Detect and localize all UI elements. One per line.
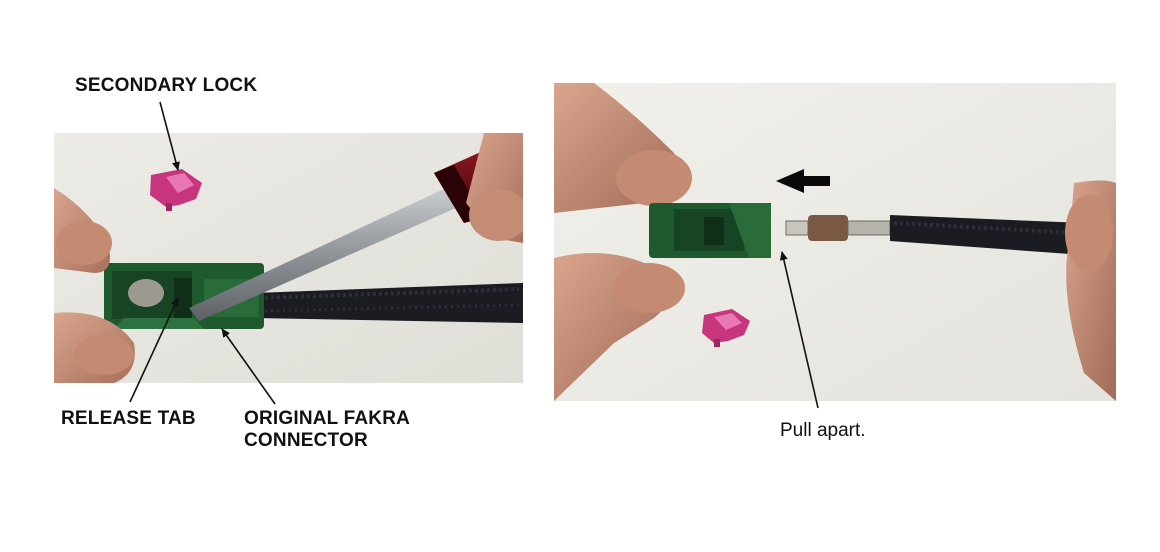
caption-pull-apart: Pull apart. <box>780 420 866 441</box>
left-arrow-icon <box>776 169 830 193</box>
terminal <box>785 215 891 241</box>
left-hand <box>54 188 135 383</box>
label-original-fakra-line1: ORIGINAL FAKRA <box>244 408 411 429</box>
cable <box>254 283 523 323</box>
secondary-lock-part <box>702 309 750 347</box>
secondary-lock-part <box>150 169 202 211</box>
label-release-tab: RELEASE TAB <box>61 408 196 429</box>
right-photo <box>554 83 1116 401</box>
label-secondary-lock: SECONDARY LOCK <box>75 75 258 96</box>
right-hand <box>466 133 523 243</box>
left-photo <box>54 133 523 383</box>
right-hand <box>1065 180 1116 401</box>
left-hand <box>554 83 692 401</box>
label-original-fakra-connector: ORIGINAL FAKRA CONNECTOR <box>244 408 410 452</box>
label-original-fakra-line2: CONNECTOR <box>244 430 368 451</box>
fakra-connector <box>649 203 771 258</box>
